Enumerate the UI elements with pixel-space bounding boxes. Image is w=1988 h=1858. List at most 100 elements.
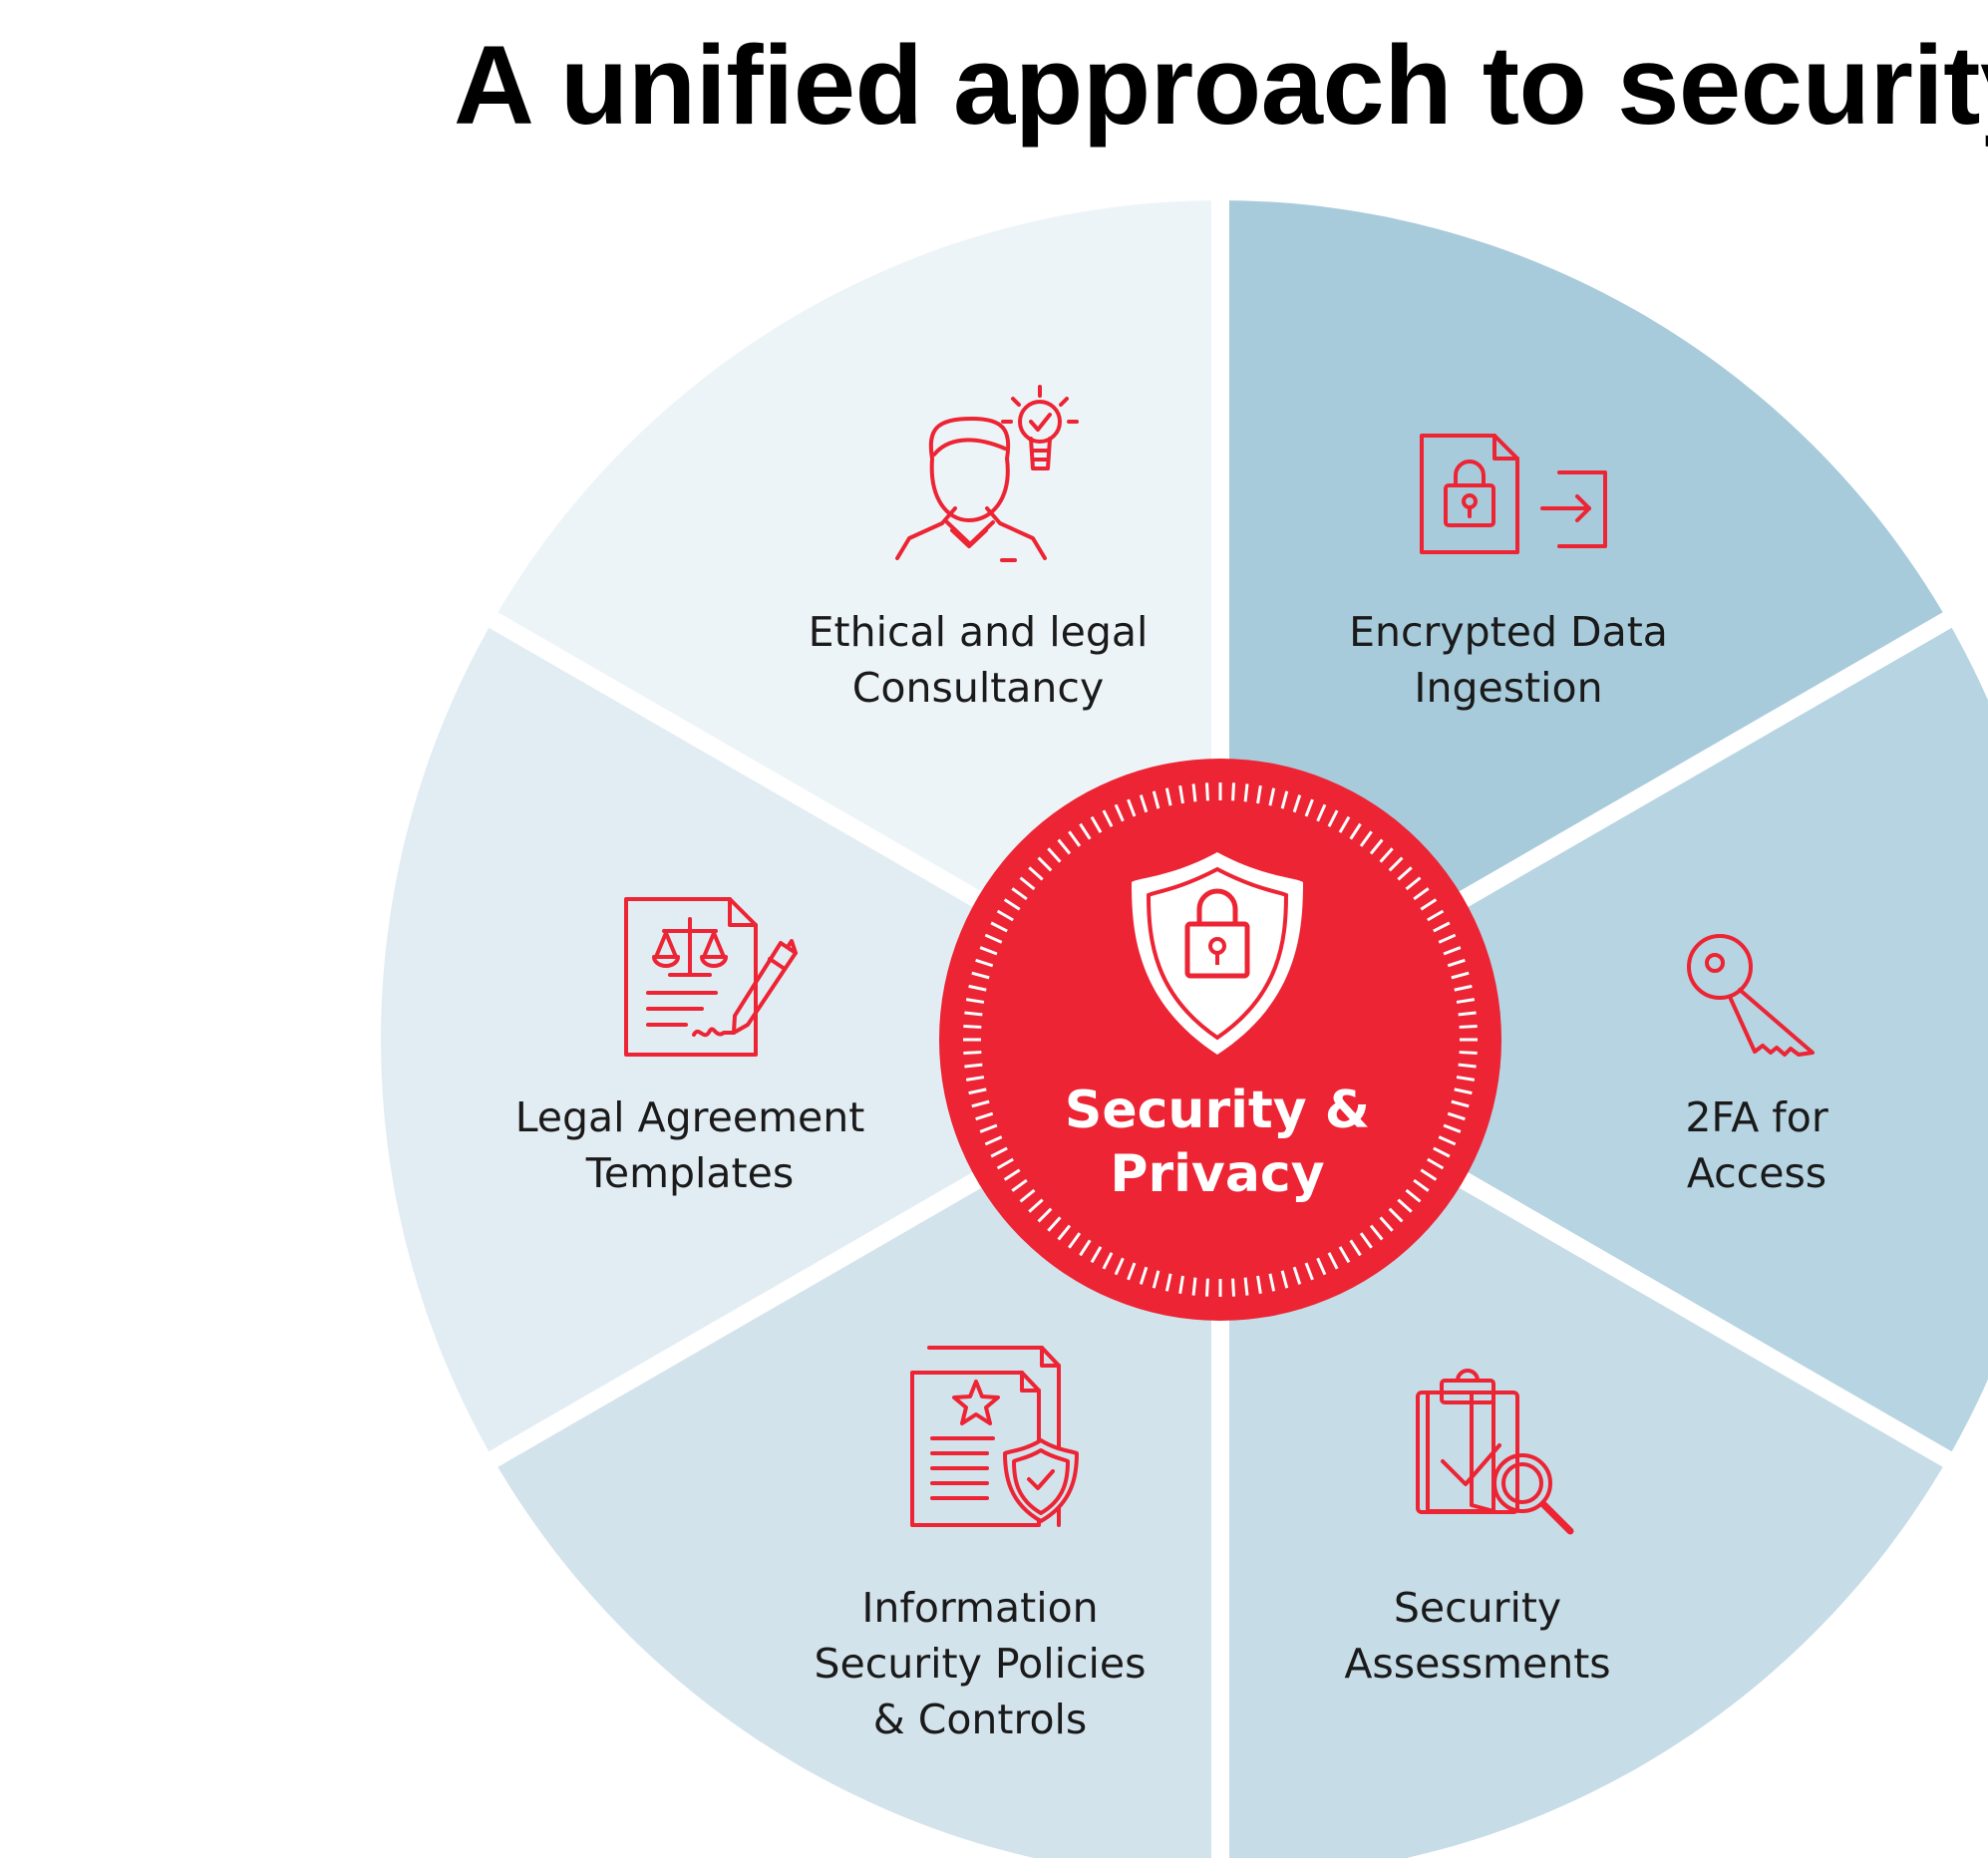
tick-mark [1028,1198,1044,1213]
tick-mark [971,1099,990,1108]
tick-mark [1359,830,1373,847]
tick-mark [1068,830,1082,847]
tick-mark [1459,1051,1478,1056]
tick-mark [1316,803,1327,822]
center-badge [939,759,1501,1321]
tick-mark [963,1051,982,1056]
segment-label-line: Templates [585,1149,795,1197]
tick-mark [1447,958,1466,968]
tick-mark [1178,1275,1184,1295]
tick-mark [1102,809,1114,827]
segment-label-line: Consultancy [851,664,1105,712]
tick-mark [963,1024,982,1029]
tick-mark [1090,815,1103,833]
tick-mark [1178,784,1184,804]
tick-mark [1447,1111,1466,1121]
segment-label-line: Security Policies [814,1640,1147,1688]
tick-mark [1397,866,1413,881]
segment-label-ethical-legal-consultancy: Ethical and legal Consultancy [809,604,1149,716]
tick-mark [975,958,994,968]
clipboard-magnifier-icon [1416,1369,1574,1535]
tick-mark [968,984,987,992]
tick-mark [1243,783,1249,802]
tick-mark [1243,1277,1249,1296]
tick-mark [1114,803,1125,822]
tick-mark [1292,794,1302,813]
tick-mark [1379,1216,1394,1232]
tick-mark [1127,798,1137,817]
segment-label-information-security-policies: Information Security Policies & Controls [814,1580,1146,1747]
tick-mark [968,1087,987,1095]
tick-mark [1152,1270,1160,1289]
tick-mark [1019,876,1036,891]
segment-label-line: Information [861,1584,1099,1632]
tick-mark [990,1146,1008,1158]
segment-label-security-assessments: Security Assessments [1344,1580,1610,1692]
tick-mark [1268,1273,1276,1292]
tick-mark [1451,1099,1470,1108]
tick-mark [965,998,985,1004]
tick-mark [1003,898,1021,911]
segment-label-line: Assessments [1344,1640,1611,1688]
tick-mark [1451,971,1470,980]
consultant-lightbulb-icon [895,385,1079,562]
tick-mark [1397,1198,1413,1213]
tick-mark [1090,1246,1103,1264]
segment-label-line: Access [1686,1149,1827,1197]
tick-mark [1369,1224,1384,1241]
legal-document-pen-icon [624,897,798,1057]
tick-mark [1204,782,1209,801]
tick-mark [1433,1146,1451,1158]
segment-2fa-for-access [1220,620,1988,1459]
segment-label-encrypted-data-ingestion: Encrypted Data Ingestion [1349,604,1668,716]
segment-label-line: 2FA for [1685,1093,1828,1141]
locked-file-arrow-icon [1420,434,1607,554]
key-icon [1687,934,1815,1057]
tick-mark [1458,1063,1477,1069]
tick-mark [1427,909,1445,922]
tick-mark [1114,1257,1125,1276]
tick-mark [1280,790,1289,809]
tick-mark [979,946,998,956]
tick-mark [971,971,990,980]
tick-mark [1438,1135,1457,1146]
tick-mark [1369,838,1384,855]
segment-label-line: & Controls [872,1696,1088,1743]
tick-mark [1379,847,1394,863]
tick-mark [964,1011,983,1017]
tick-mark [1316,1257,1327,1276]
tick-mark [1420,898,1438,911]
center-tick-ring [963,782,1478,1297]
shield-lock-icon [1132,852,1303,1055]
tick-mark [1057,838,1072,855]
tick-mark [1204,1278,1209,1297]
tick-mark [1359,1232,1373,1249]
center-label-line: Privacy [1110,1144,1325,1204]
tick-mark [1127,1262,1137,1281]
tick-mark [1102,1252,1114,1270]
tick-mark [1139,794,1149,813]
tick-mark [1164,1273,1172,1292]
tick-mark [996,1157,1014,1170]
segment-label-line: Legal Agreement [514,1093,865,1141]
tick-mark [1349,1239,1362,1257]
tick-mark [1456,998,1476,1004]
segment-label-legal-agreement-templates: Legal Agreement Templates [515,1089,865,1201]
tick-mark [1327,809,1339,827]
tick-mark [1443,1123,1462,1133]
segment-label-2fa-for-access: 2FA for Access [1685,1089,1827,1201]
tick-mark [1413,887,1430,901]
tick-mark [1152,790,1160,809]
tick-mark [1191,783,1197,802]
tick-mark [975,1111,994,1121]
tick-mark [1349,822,1362,840]
tick-mark [1164,787,1172,806]
tick-mark [1443,946,1462,956]
tick-mark [1338,815,1351,833]
tick-mark [1280,1270,1289,1289]
tick-mark [1011,887,1028,901]
page-title: A unified approach to security [454,23,1988,148]
tick-mark [1011,1178,1028,1192]
tick-mark [1231,1278,1236,1297]
